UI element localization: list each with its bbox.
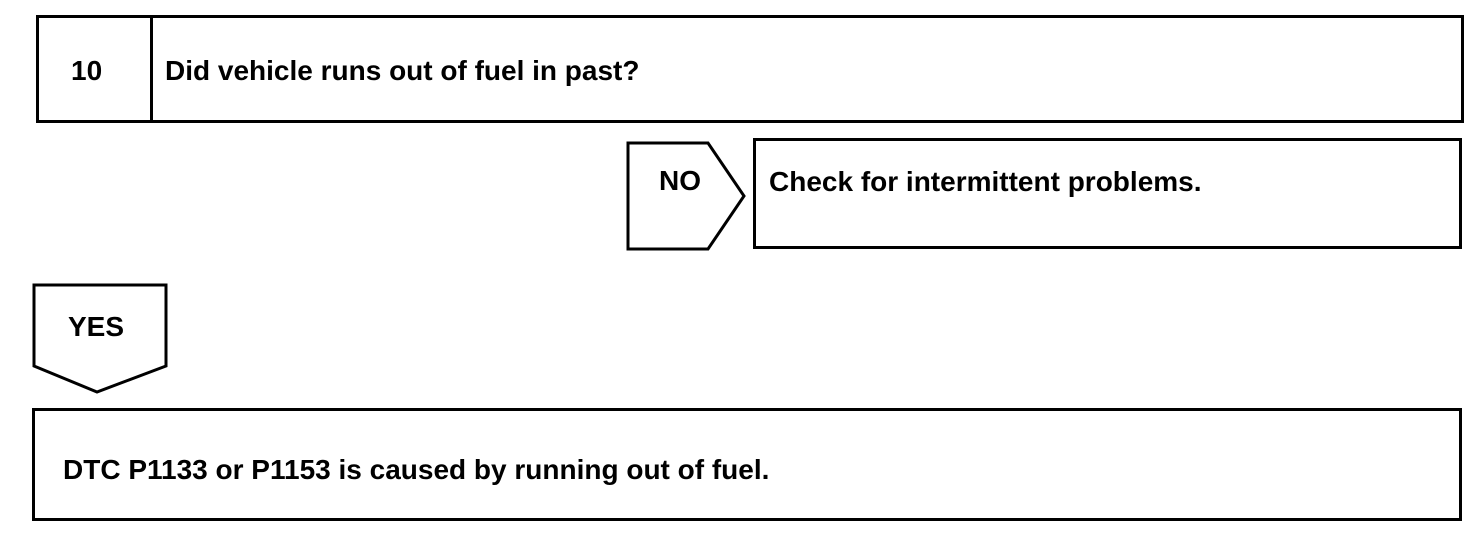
step-box: 10 Did vehicle runs out of fuel in past?	[36, 15, 1464, 123]
yes-result-text: DTC P1133 or P1153 is caused by running …	[63, 454, 770, 485]
no-result-box: Check for intermittent problems.	[753, 138, 1462, 249]
step-number-divider	[150, 18, 153, 120]
yes-branch-label: YES	[68, 311, 125, 342]
step-number: 10	[71, 55, 103, 86]
step-question: Did vehicle runs out of fuel in past?	[165, 55, 640, 86]
no-branch-label: NO	[659, 165, 701, 196]
no-result-text: Check for intermittent problems.	[769, 166, 1202, 197]
yes-result-box: DTC P1133 or P1153 is caused by running …	[32, 408, 1462, 521]
